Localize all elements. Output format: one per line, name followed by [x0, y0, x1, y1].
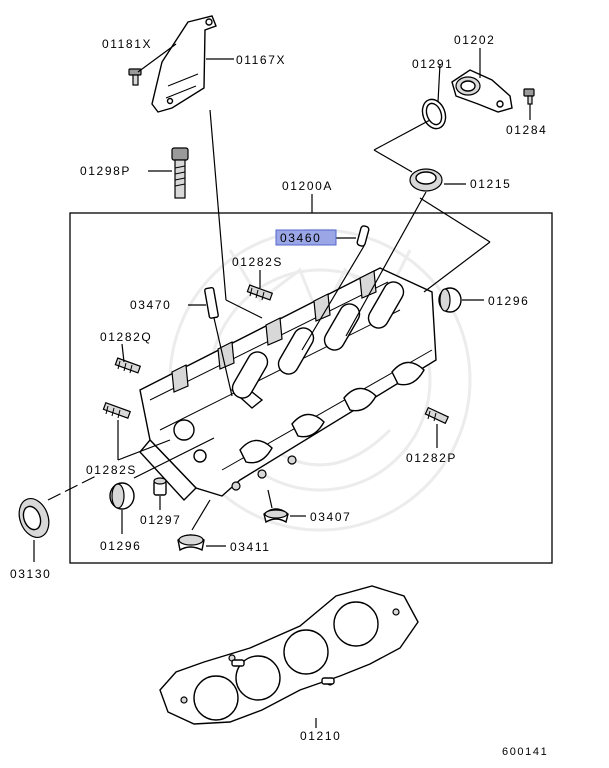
stud-01282P[interactable] [424, 406, 450, 425]
label-01282S-top[interactable]: 01282S [232, 255, 283, 269]
stud-01282Q[interactable] [114, 357, 142, 374]
bracket-01167X[interactable] [151, 15, 217, 113]
label-01296-right[interactable]: 01296 [488, 294, 529, 308]
head-gasket-01210[interactable] [159, 585, 419, 725]
label-01296-left[interactable]: 01296 [100, 539, 141, 553]
seal-01215[interactable] [409, 168, 443, 192]
bolt-01181X[interactable] [128, 68, 142, 86]
gasket-01291[interactable] [419, 96, 450, 132]
leader-lines [33, 43, 531, 728]
label-03411[interactable]: 03411 [230, 540, 270, 554]
label-01181X[interactable]: 01181X [102, 37, 152, 51]
label-01282Q[interactable]: 01282Q [100, 330, 152, 344]
plug-03407[interactable] [263, 508, 289, 524]
label-01284[interactable]: 01284 [506, 123, 547, 137]
label-01282P[interactable]: 01282P [406, 451, 457, 465]
plug-01296-right[interactable] [438, 287, 462, 313]
label-01291[interactable]: 01291 [412, 57, 453, 71]
label-01215[interactable]: 01215 [470, 177, 511, 191]
bolt-01298P[interactable] [171, 147, 189, 199]
label-03130[interactable]: 03130 [10, 567, 51, 581]
label-03470[interactable]: 03470 [130, 298, 171, 312]
highlight-box-03460 [275, 229, 337, 246]
cylinder-head-01200A[interactable] [139, 267, 437, 502]
plug-01297[interactable] [153, 477, 167, 496]
part-labels: 01181X 01167X 01202 01291 01284 01298P 0… [10, 33, 548, 758]
housing-01202[interactable] [451, 69, 513, 113]
label-01282S-left[interactable]: 01282S [86, 463, 137, 477]
label-01298P[interactable]: 01298P [80, 164, 131, 178]
plug-03411[interactable] [177, 534, 205, 552]
plug-01296-left[interactable] [109, 482, 135, 510]
bolt-01284[interactable] [523, 88, 535, 105]
label-01167X[interactable]: 01167X [236, 53, 286, 67]
label-01297[interactable]: 01297 [140, 513, 181, 527]
dowel-03470[interactable] [204, 286, 219, 319]
assembly-outline-box [69, 212, 553, 564]
label-01200A[interactable]: 01200A [282, 179, 333, 193]
oil-seal-03130[interactable] [14, 494, 54, 541]
label-01210[interactable]: 01210 [300, 729, 341, 743]
pin-03460[interactable] [356, 225, 370, 247]
figure-id: 600141 [502, 746, 548, 758]
stud-01282S-top[interactable] [246, 284, 274, 301]
label-01202[interactable]: 01202 [454, 33, 495, 47]
label-03460[interactable]: 03460 [280, 231, 321, 245]
label-03407[interactable]: 03407 [310, 510, 351, 524]
stud-01282S-left[interactable] [102, 401, 132, 419]
